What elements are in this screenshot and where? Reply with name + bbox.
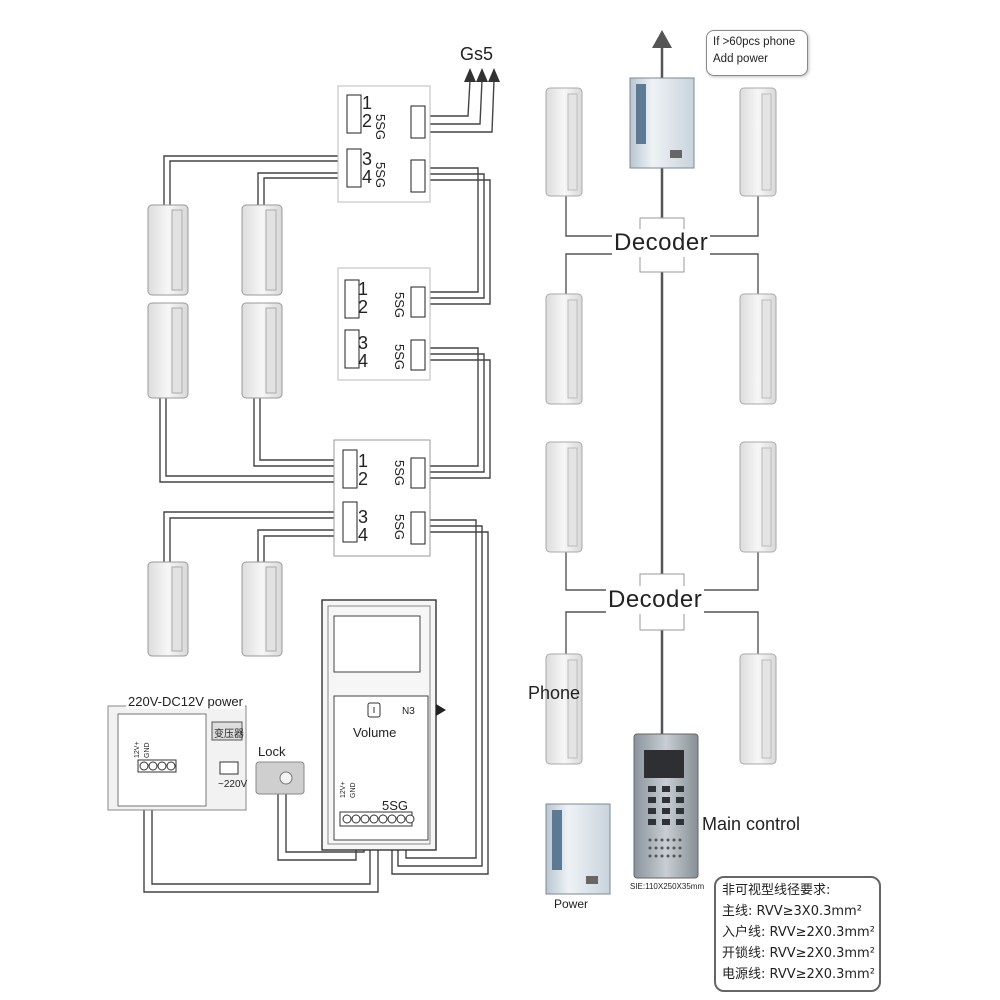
bubble-line-2: Add power <box>713 53 768 65</box>
wire-requirements-box: 非可视型线径要求: 主线: RVV≥3X0.3mm² 入户线: RVV≥2X0.… <box>714 876 881 992</box>
gnd-label: GND <box>350 782 357 798</box>
left-phones <box>147 204 283 657</box>
phone-label: Phone <box>528 683 581 703</box>
lock-icon <box>255 761 305 795</box>
port-3-label: 3 <box>358 507 369 527</box>
phone-icon <box>739 87 777 197</box>
door-5sg-label: 5SG <box>382 798 409 813</box>
port-3-label: 3 <box>362 149 373 169</box>
port-4-label: 4 <box>358 351 369 371</box>
lock-label: Lock <box>258 744 286 759</box>
ps-v12-label: 12V+ <box>134 741 141 758</box>
distributor-middle <box>337 267 431 381</box>
port-2-label: 2 <box>358 469 369 489</box>
main-control-label: Main control <box>702 814 801 834</box>
port-3-label: 3 <box>358 333 369 353</box>
phone-icon <box>739 653 777 765</box>
phone-icon <box>545 293 583 405</box>
volume-label: Volume <box>353 725 397 740</box>
terminal-5sg-label: 5SG <box>392 344 407 371</box>
phone-icon <box>545 653 583 765</box>
terminal-5sg-label: 5SG <box>392 460 407 487</box>
phone-icon <box>147 204 189 296</box>
phone-icon <box>545 87 583 197</box>
port-4-label: 4 <box>362 167 373 187</box>
requirement-line: 开锁线: RVV≥2X0.3mm² <box>722 946 875 961</box>
requirements-title: 非可视型线径要求: <box>722 883 831 898</box>
phone-icon <box>739 293 777 405</box>
bubble-line-1: If >60pcs phone <box>713 36 796 48</box>
requirement-line: 主线: RVV≥3X0.3mm² <box>722 904 862 919</box>
port-1-label: 1 <box>358 279 369 299</box>
ac-input-label: ~220V <box>218 779 248 790</box>
phone-icon <box>241 204 283 296</box>
power-note-bubble: If >60pcs phone Add power <box>706 30 808 76</box>
decoder-label-bottom: Decoder <box>606 586 705 614</box>
port-2-label: 2 <box>358 297 369 317</box>
size-note-label: SIE:110X250X35mm <box>630 882 705 891</box>
n3-label: N3 <box>402 706 415 717</box>
distributor-top <box>337 85 431 203</box>
power-supply-label: 220V-DC12V power <box>126 694 245 709</box>
up-arrow-icon <box>652 30 672 48</box>
arrow-icon <box>436 704 446 716</box>
gs5-arrows <box>464 68 500 82</box>
v12-label: 12V+ <box>340 781 347 798</box>
requirement-line: 入户线: RVV≥2X0.3mm² <box>722 925 875 940</box>
phone-icon <box>147 302 189 399</box>
phone-icon <box>241 561 283 657</box>
distributor-bottom <box>333 439 431 557</box>
power-box-top <box>629 77 695 169</box>
port-2-label: 2 <box>362 111 373 131</box>
terminal-5sg-label: 5SG <box>392 514 407 541</box>
terminal-5sg-label: 5SG <box>373 162 388 189</box>
power-supply-box <box>107 705 247 811</box>
phone-icon <box>545 441 583 553</box>
power-label: Power <box>554 897 589 911</box>
power-box-bottom <box>545 803 611 895</box>
phone-icon <box>739 441 777 553</box>
port-4-label: 4 <box>358 525 369 545</box>
gs5-label: Gs5 <box>460 44 494 64</box>
port-1-label: 1 <box>358 451 369 471</box>
ps-gnd-label: GND <box>144 742 151 758</box>
transformer-label: 变压器 <box>214 729 244 740</box>
lock-symbol-icon <box>367 702 381 718</box>
requirement-line: 电源线: RVV≥2X0.3mm² <box>722 967 875 982</box>
main-control-panel <box>633 733 699 879</box>
terminal-5sg-label: 5SG <box>373 114 388 141</box>
terminal-5sg-label: 5SG <box>392 292 407 319</box>
decoder-label-top: Decoder <box>612 229 711 257</box>
phone-icon <box>241 302 283 399</box>
right-phones <box>545 87 777 765</box>
door-station <box>321 599 446 851</box>
phone-icon <box>147 561 189 657</box>
port-1-label: 1 <box>362 93 373 113</box>
